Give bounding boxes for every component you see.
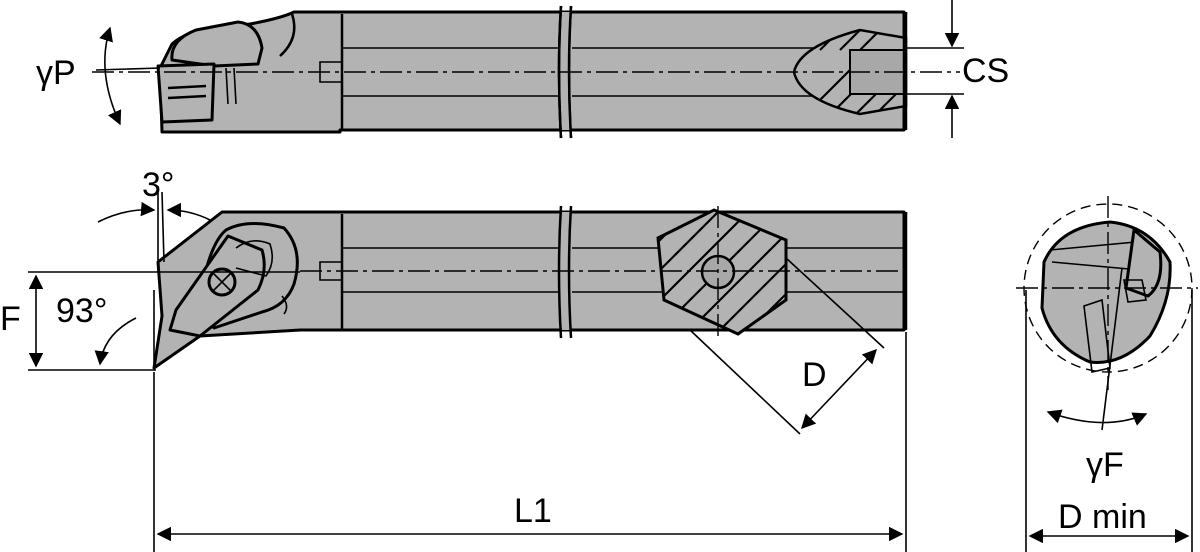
top-view-clamp-head [170, 20, 264, 68]
side-view: D 3° F 93° L1 [0, 166, 912, 552]
gamma-p-arc [99, 26, 122, 126]
gamma-p-label: γP [36, 54, 76, 92]
d-min-label: D min [1058, 498, 1147, 536]
cs-label: CS [962, 52, 1009, 90]
top-view: γP CS [36, 0, 1009, 139]
gamma-f-label: γF [1086, 446, 1124, 484]
end-view: γF D min [1016, 196, 1198, 552]
top-view-insert [156, 62, 216, 124]
angle-3-arc [97, 201, 156, 223]
angle-3-label: 3° [142, 166, 175, 204]
l1-label: L1 [514, 492, 552, 530]
f-label: F [0, 300, 21, 338]
gamma-f-arc [1046, 409, 1148, 426]
d-label: D [802, 356, 827, 394]
angle-93-arc [94, 317, 137, 366]
angle-93-label: 93° [56, 292, 107, 330]
